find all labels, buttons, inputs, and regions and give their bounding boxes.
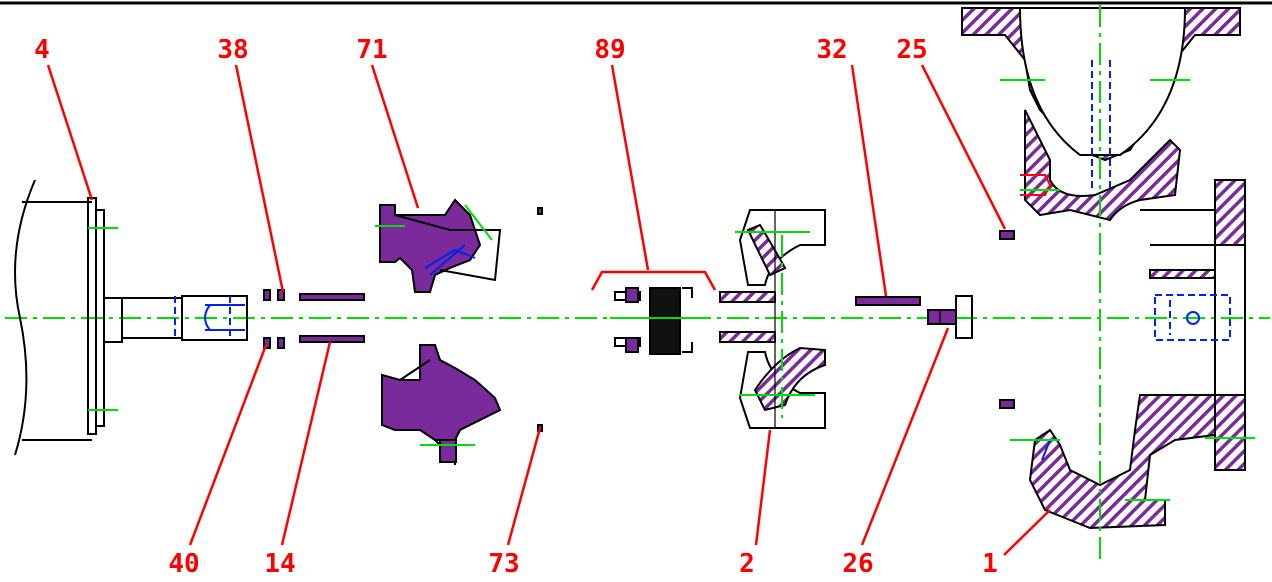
callout-label: 32	[816, 35, 847, 65]
callout-label: 26	[842, 549, 873, 579]
pump-casing-part	[961, 5, 1255, 560]
callout-label: 4	[34, 35, 50, 65]
mechanical-seal-part	[610, 287, 700, 355]
callout-label: 71	[356, 35, 387, 65]
callout-label: 25	[896, 35, 927, 65]
callout-38: 38	[217, 35, 285, 293]
impeller-bolt-part	[927, 295, 973, 339]
callout-2: 2	[739, 429, 772, 579]
callout-73: 73	[488, 427, 542, 579]
callout-26: 26	[842, 327, 950, 579]
gasket-part	[537, 207, 543, 432]
key-parts-38-40	[263, 289, 285, 349]
callout-32: 32	[816, 35, 888, 297]
impeller-key-part	[855, 296, 921, 306]
adapter-lower	[381, 344, 502, 465]
callout-14: 14	[264, 341, 332, 579]
callout-label: 89	[594, 35, 625, 65]
callout-89: 89	[590, 35, 717, 291]
impeller-part	[719, 209, 826, 429]
callout-label: 14	[264, 549, 295, 579]
callout-label: 73	[488, 549, 519, 579]
shaft-sleeve-part	[299, 293, 365, 343]
callout-1: 1	[982, 509, 1051, 579]
callout-40: 40	[168, 344, 268, 579]
adapter-upper	[375, 198, 502, 293]
callout-label: 1	[982, 549, 998, 579]
callout-label: 40	[168, 549, 199, 579]
callout-71: 71	[356, 35, 420, 209]
callout-label: 38	[217, 35, 248, 65]
callout-25: 25	[896, 35, 1007, 230]
callout-label: 2	[739, 549, 755, 579]
callout-4: 4	[34, 35, 94, 201]
wear-ring-part	[999, 230, 1015, 409]
